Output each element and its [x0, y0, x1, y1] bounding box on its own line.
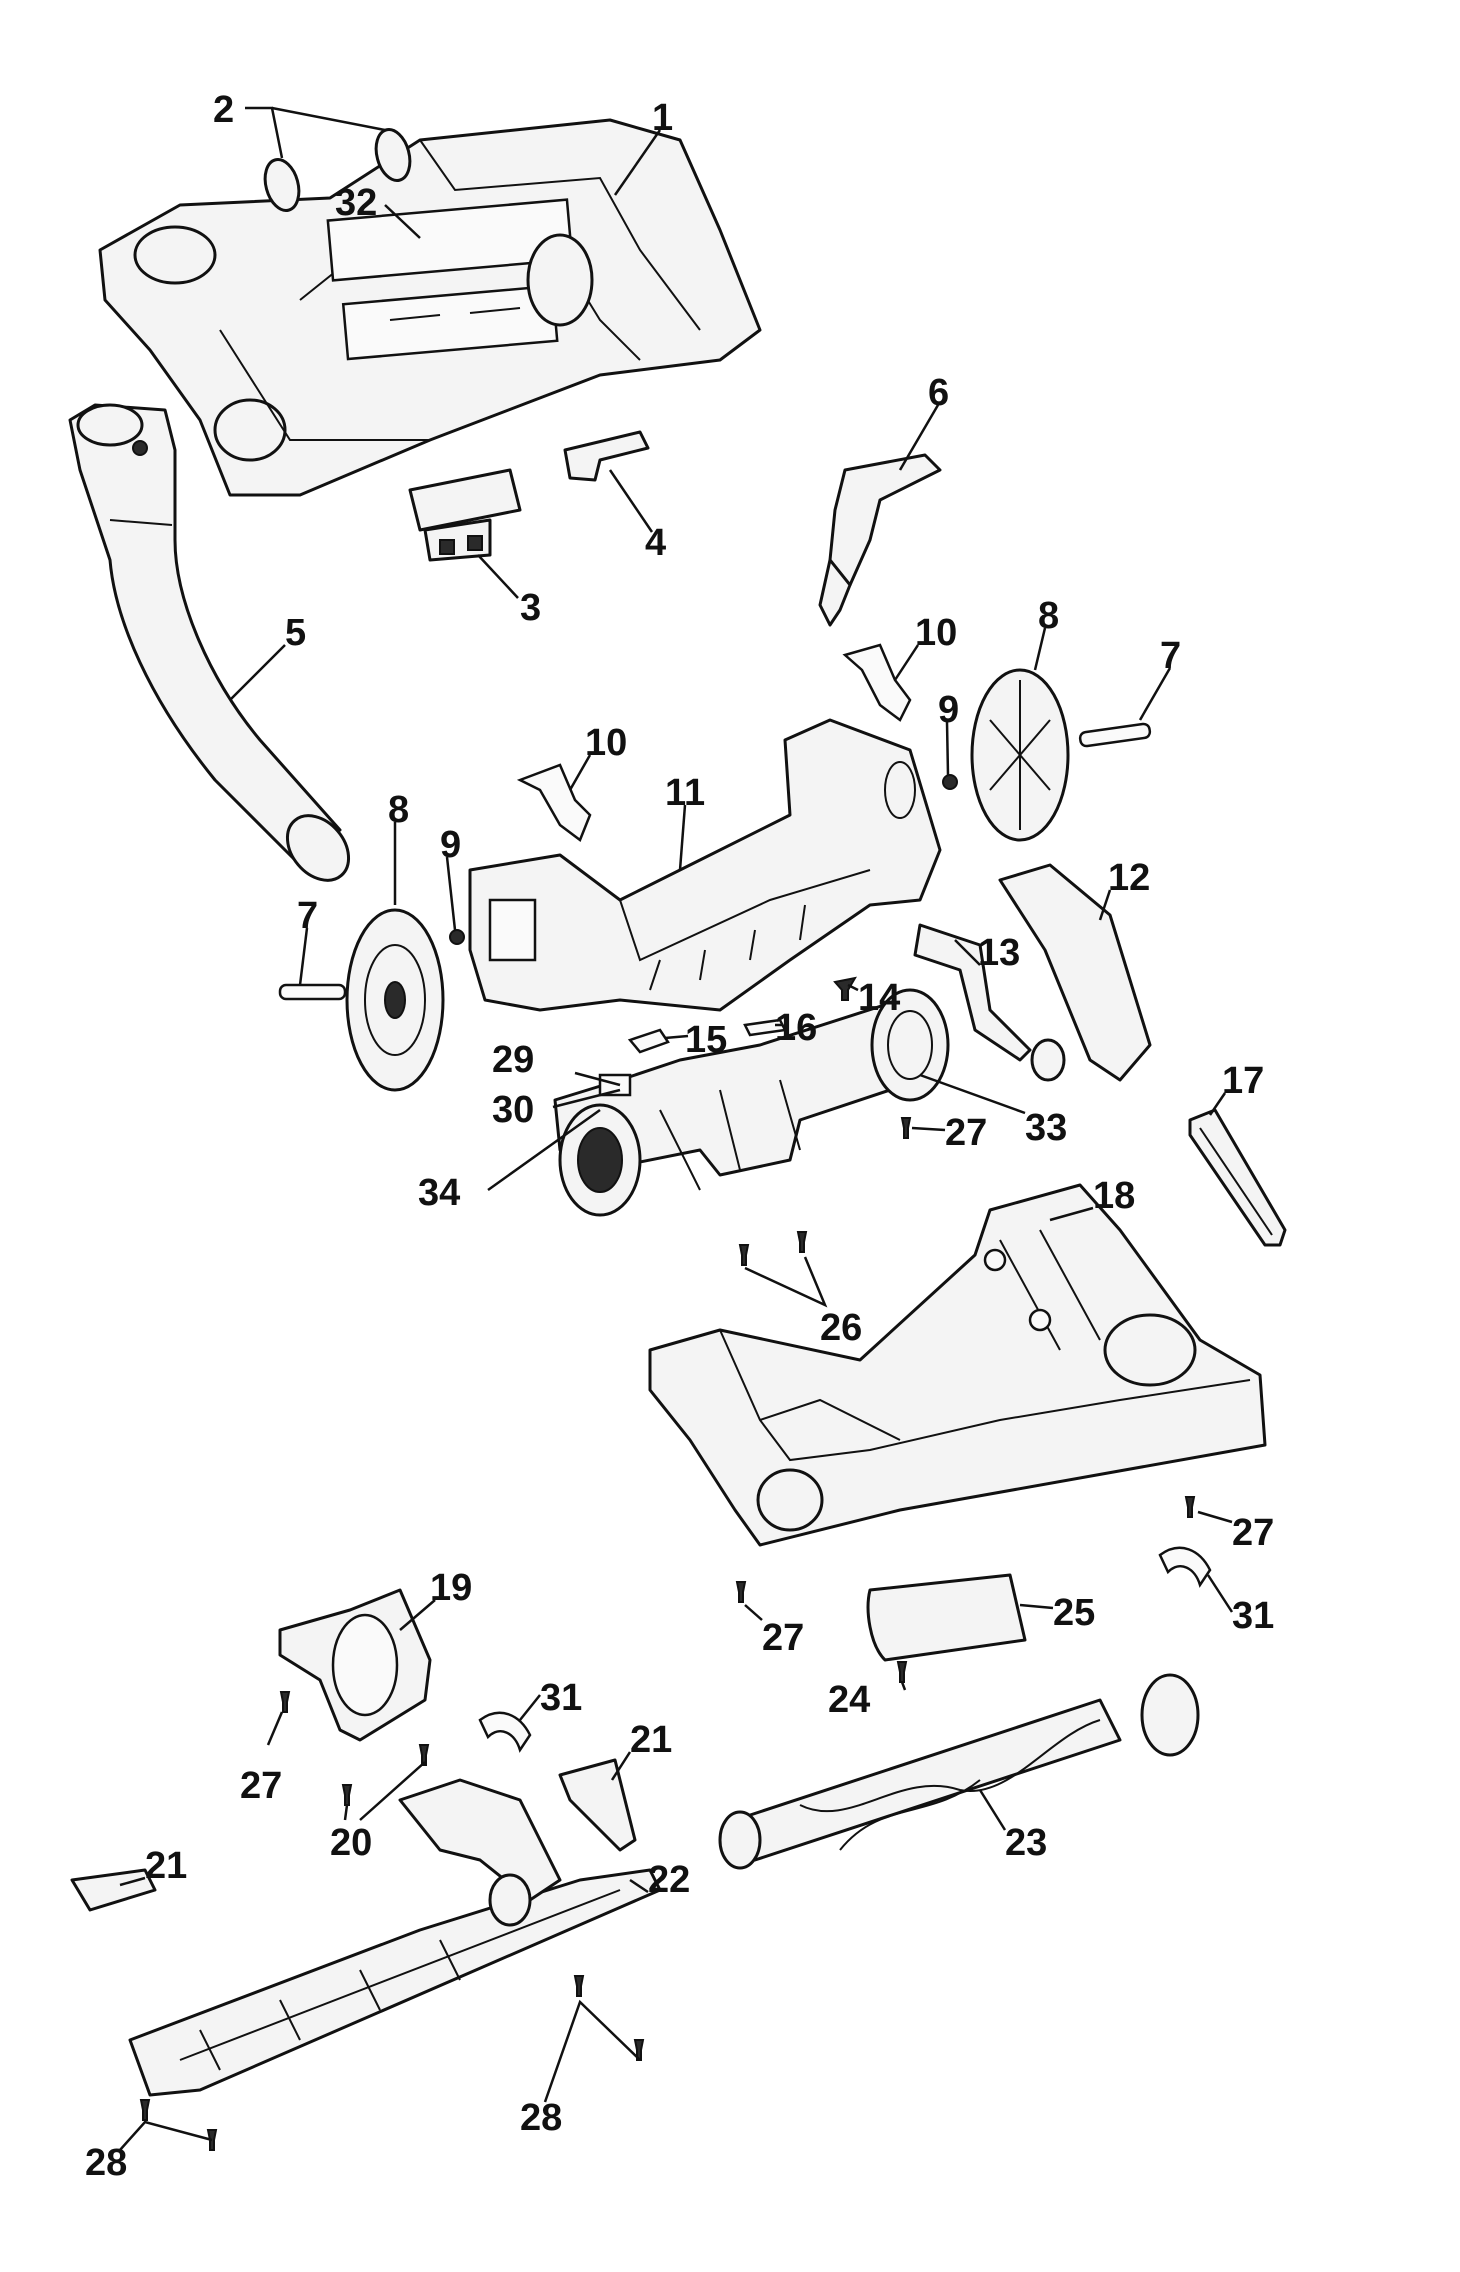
callout-14: 14 [858, 977, 900, 1019]
clip-part-31-right [1158, 1546, 1212, 1588]
bracket-part-10-right [842, 643, 912, 722]
callout-21-left: 21 [145, 1845, 187, 1887]
hood-cover-part [98, 118, 762, 497]
callout-27-base: 27 [1232, 1512, 1274, 1554]
callout-27-front: 27 [762, 1617, 804, 1659]
latch-part-3 [408, 468, 522, 562]
brushroll-part [718, 1673, 1200, 1870]
belt-guard-part [998, 863, 1152, 1082]
callout-33: 33 [1025, 1107, 1067, 1149]
callout-32: 32 [335, 182, 377, 224]
bracket-part-21-right [558, 1758, 637, 1852]
callout-2: 2 [213, 89, 234, 131]
callout-9-right: 9 [938, 689, 959, 731]
callout-9-left: 9 [440, 824, 461, 866]
callout-28-left: 28 [85, 2142, 127, 2184]
callout-8-left: 8 [388, 789, 409, 831]
callout-29: 29 [492, 1039, 534, 1081]
bracket-part-21-left [70, 1868, 157, 1912]
drive-belt-part [1188, 1108, 1287, 1247]
callout-1: 1 [652, 97, 673, 139]
base-nozzle-part [648, 1183, 1267, 1547]
callout-7-right: 7 [1160, 635, 1181, 677]
callout-20: 20 [330, 1822, 372, 1864]
wheel-part-left [345, 908, 445, 1092]
callout-17: 17 [1222, 1060, 1264, 1102]
callout-18: 18 [1093, 1175, 1135, 1217]
callout-16: 16 [775, 1007, 817, 1049]
callout-10-right: 10 [915, 612, 957, 654]
callout-26: 26 [820, 1307, 862, 1349]
latch-part-4 [563, 430, 650, 482]
callout-5: 5 [285, 612, 306, 654]
callout-25: 25 [1053, 1592, 1095, 1634]
callout-15: 15 [685, 1019, 727, 1061]
clip-part-31-left [478, 1711, 532, 1753]
duct-part [278, 1588, 432, 1742]
base-plate-part [128, 1778, 662, 2097]
callout-4: 4 [645, 522, 666, 564]
callout-27-duct: 27 [240, 1765, 282, 1807]
clip-part-25 [866, 1573, 1027, 1662]
screw-part-14 [833, 976, 857, 1001]
screw-parts [139, 1117, 1196, 2151]
axle-part-right [1078, 722, 1152, 748]
lever-part [818, 453, 942, 627]
callout-31-left: 31 [540, 1677, 582, 1719]
callout-11: 11 [665, 772, 705, 814]
callout-22: 22 [648, 1859, 690, 1901]
leader-lines [119, 106, 1234, 2151]
callout-8-right: 8 [1038, 595, 1059, 637]
callout-10-left: 10 [585, 722, 627, 764]
axle-part-left [278, 983, 347, 1001]
motor-assembly-part [553, 988, 950, 1217]
callout-12: 12 [1108, 857, 1150, 899]
wheel-part-right [970, 668, 1070, 842]
bracket-part-10-left [516, 763, 592, 842]
callout-numbers: 1 2 32 3 4 5 6 10 8 7 9 10 11 8 9 12 7 1… [85, 89, 1274, 2184]
hose-part [68, 403, 351, 882]
clip-part-9-right [942, 774, 958, 790]
callout-24: 24 [828, 1679, 870, 1721]
callout-7-left: 7 [297, 895, 318, 937]
callout-21-right: 21 [630, 1719, 672, 1761]
knob-parts [263, 128, 412, 212]
motor-housing-part [468, 718, 942, 1012]
callout-23: 23 [1005, 1822, 1047, 1864]
callout-31-right: 31 [1232, 1595, 1274, 1637]
callout-34: 34 [418, 1172, 460, 1214]
callout-28-right: 28 [520, 2097, 562, 2139]
callout-30: 30 [492, 1089, 534, 1131]
callout-6: 6 [928, 372, 949, 414]
callout-3: 3 [520, 587, 541, 629]
linkage-part [913, 923, 1066, 1082]
callout-27-motor: 27 [945, 1112, 987, 1154]
part-15 [627, 1028, 670, 1054]
callout-13: 13 [978, 932, 1020, 974]
clip-part-9-left [449, 929, 465, 945]
callout-19: 19 [430, 1567, 472, 1609]
